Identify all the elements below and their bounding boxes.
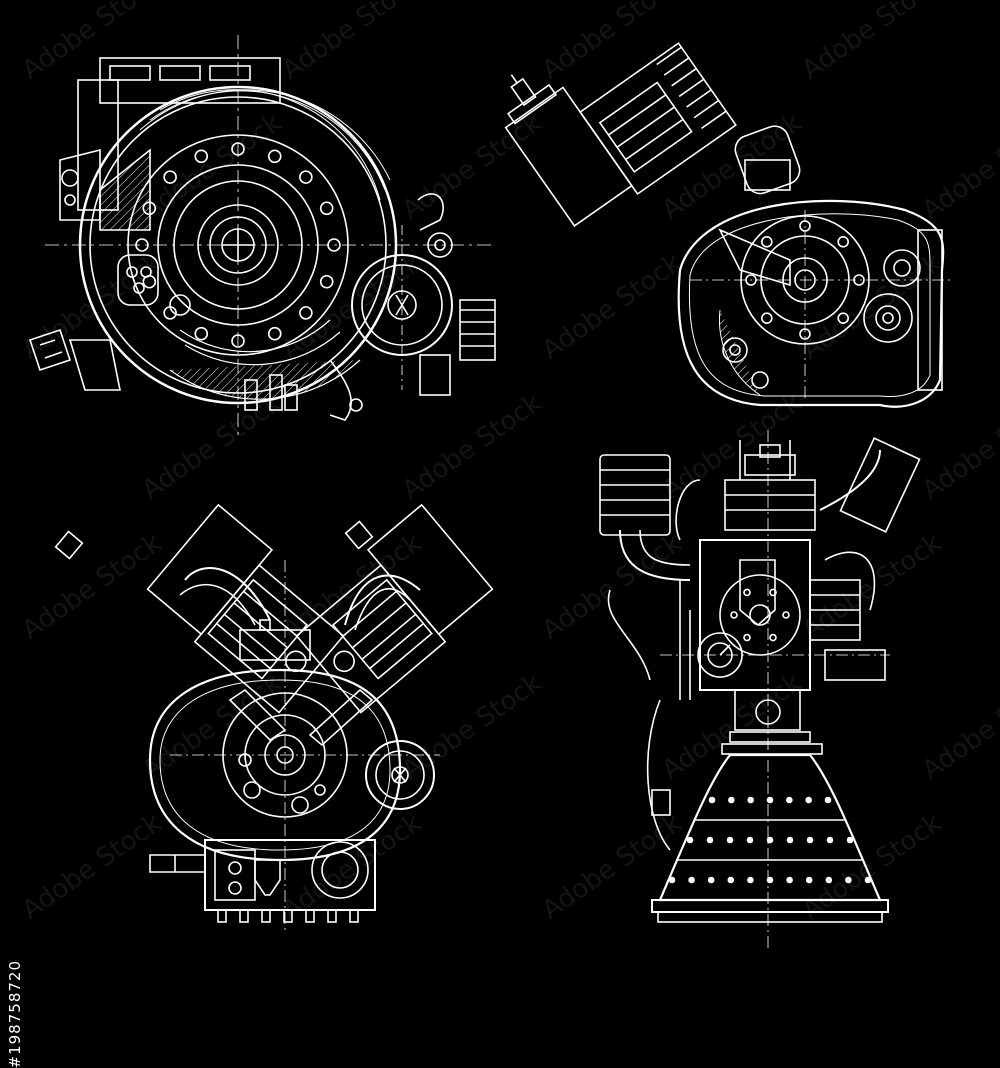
watermark-text: Adobe Stock — [917, 668, 1000, 786]
watermark-text: Adobe Stock — [797, 248, 947, 366]
watermark-text: Adobe Stock — [537, 808, 687, 926]
watermark-text: Adobe Stock — [397, 108, 547, 226]
watermark-text: Adobe Stock — [657, 108, 807, 226]
watermark-text: Adobe Stock — [277, 0, 427, 86]
watermark-text: Adobe Stock — [137, 108, 287, 226]
watermark-text: Adobe Stock — [17, 808, 167, 926]
watermark-text: Adobe Stock — [917, 388, 1000, 506]
watermark-text: Adobe Stock — [537, 0, 687, 86]
electric-motor-drawing — [28, 35, 496, 440]
v-twin-engine-drawing — [54, 503, 494, 930]
watermark-text: Adobe Stock — [17, 0, 167, 86]
rocket-engine-drawing — [599, 430, 921, 950]
watermark-text: Adobe Stock — [277, 808, 427, 926]
watermark-text: Adobe Stock — [797, 0, 947, 86]
watermark-text: Adobe Stock — [797, 528, 947, 646]
watermark-text: Adobe Stock — [537, 248, 687, 366]
watermark-text: Adobe Stock — [137, 668, 287, 786]
stock-id-label: #198758720 — [6, 960, 24, 1068]
watermark-text: Adobe Stock — [797, 808, 947, 926]
watermark-text: Adobe Stock — [17, 528, 167, 646]
watermark-text: Adobe Stock — [917, 108, 1000, 226]
watermark-text: Adobe Stock — [137, 388, 287, 506]
watermark-text: Adobe Stock — [537, 528, 687, 646]
watermark-text: Adobe Stock — [397, 668, 547, 786]
watermark-text: Adobe Stock — [397, 388, 547, 506]
single-cylinder-engine-drawing — [504, 42, 950, 408]
